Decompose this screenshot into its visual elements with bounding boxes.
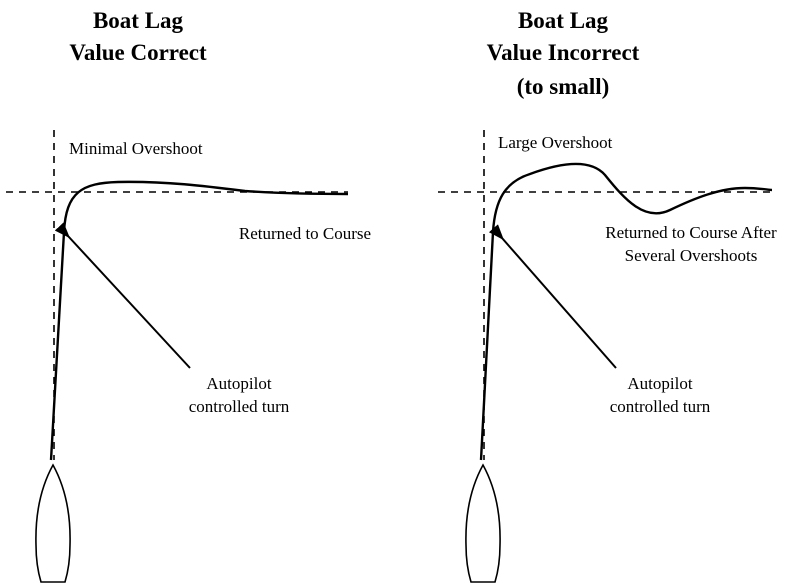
left-turn-label-line1: Autopilot bbox=[206, 374, 271, 393]
left-boat-icon bbox=[35, 463, 71, 583]
right-course-label-line2: Several Overshoots bbox=[625, 246, 758, 265]
left-boat-track bbox=[49, 180, 349, 461]
right-boat-icon bbox=[465, 463, 501, 583]
right-turn-label-line2: controlled turn bbox=[610, 397, 711, 416]
left-turn-label-line2: controlled turn bbox=[189, 397, 290, 416]
left-title-line1: Boat Lag bbox=[93, 8, 184, 33]
left-panel: Boat Lag Value Correct Minimal Overshoot… bbox=[6, 8, 371, 583]
right-panel: Boat Lag Value Incorrect (to small) Larg… bbox=[438, 8, 777, 583]
right-turn-label-line1: Autopilot bbox=[627, 374, 692, 393]
right-course-label-line1: Returned to Course After bbox=[605, 223, 777, 242]
right-boat-track bbox=[479, 162, 773, 461]
right-turn-arrow bbox=[488, 224, 617, 369]
right-title-line3: (to small) bbox=[517, 74, 610, 99]
left-course-label: Returned to Course bbox=[239, 224, 371, 243]
right-overshoot-label: Large Overshoot bbox=[498, 133, 613, 152]
right-title-line2: Value Incorrect bbox=[487, 40, 640, 65]
left-turn-arrow bbox=[54, 222, 191, 369]
left-overshoot-label: Minimal Overshoot bbox=[69, 139, 203, 158]
right-title-line1: Boat Lag bbox=[518, 8, 609, 33]
left-title-line2: Value Correct bbox=[69, 40, 207, 65]
